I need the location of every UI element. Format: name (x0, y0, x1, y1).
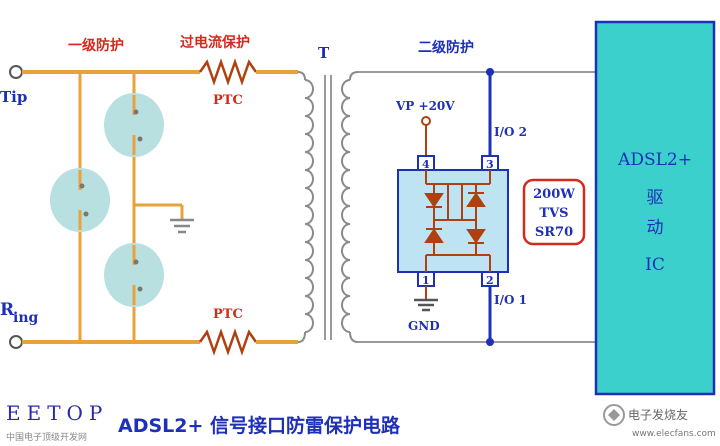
ring-label-r: R (0, 300, 15, 320)
io1-label: I/O 1 (494, 293, 527, 307)
diode-4-icon (466, 229, 486, 244)
ring-terminal (9, 335, 23, 349)
gas-tube-left (50, 168, 110, 232)
diagram-title: ADSL2+ 信号接口防雷保护电路 (118, 414, 401, 437)
vp-label: VP +20V (395, 99, 455, 113)
ic-label-line2: 驱 (647, 188, 664, 208)
diode-3-icon (424, 228, 444, 243)
ic-label-line3: 动 (647, 218, 664, 238)
secondary-protection-label: 二级防护 (418, 39, 474, 56)
gnd-label: GND (408, 319, 440, 333)
ic-label-line1: ADSL2+ (617, 150, 692, 170)
ptc-top-resistor (198, 58, 258, 86)
elecfans-watermark-icon (603, 404, 625, 426)
io2-label: I/O 2 (494, 125, 527, 139)
pin-3-label: 3 (486, 158, 494, 171)
eetop-logo-sub: 中国电子顶级开发网 (6, 431, 87, 443)
ic-label-line4: IC (645, 255, 665, 275)
pin-2-label: 2 (486, 274, 494, 287)
gas-tube-bottom (104, 243, 164, 307)
tvs-spec-line3: SR70 (535, 225, 573, 240)
tvs-spec-line2: TVS (539, 206, 568, 221)
diode-2-icon (466, 192, 486, 207)
tip-label: Tip (0, 88, 27, 106)
gas-tube-top (104, 93, 164, 157)
vp-terminal (421, 116, 431, 126)
pin-1-label: 1 (422, 274, 430, 287)
tvs-spec-box (522, 178, 586, 246)
ptc-bottom-resistor (198, 328, 258, 356)
transformer-secondary-coil (341, 71, 359, 343)
tip-terminal (9, 65, 23, 79)
junction-top (486, 68, 494, 76)
ring-label-rest: ing (13, 310, 38, 326)
ptc-top-label: PTC (213, 93, 243, 108)
adsl-driver-ic (594, 20, 716, 396)
diode-1-icon (424, 193, 444, 208)
elecfans-watermark-url: www.elecfans.com (632, 429, 716, 439)
overcurrent-protection-label: 过电流保护 (180, 34, 250, 51)
eetop-logo: EETOP (6, 401, 108, 425)
tvs-spec-line1: 200W (533, 187, 575, 202)
transformer-label: T (318, 44, 330, 62)
elecfans-watermark: 电子发烧友 (628, 407, 688, 422)
primary-protection-label: 一级防护 (68, 37, 124, 54)
ptc-bottom-label: PTC (213, 307, 243, 322)
transformer-primary-coil (297, 71, 314, 343)
pin-4-label: 4 (422, 158, 430, 171)
junction-bottom (486, 338, 494, 346)
